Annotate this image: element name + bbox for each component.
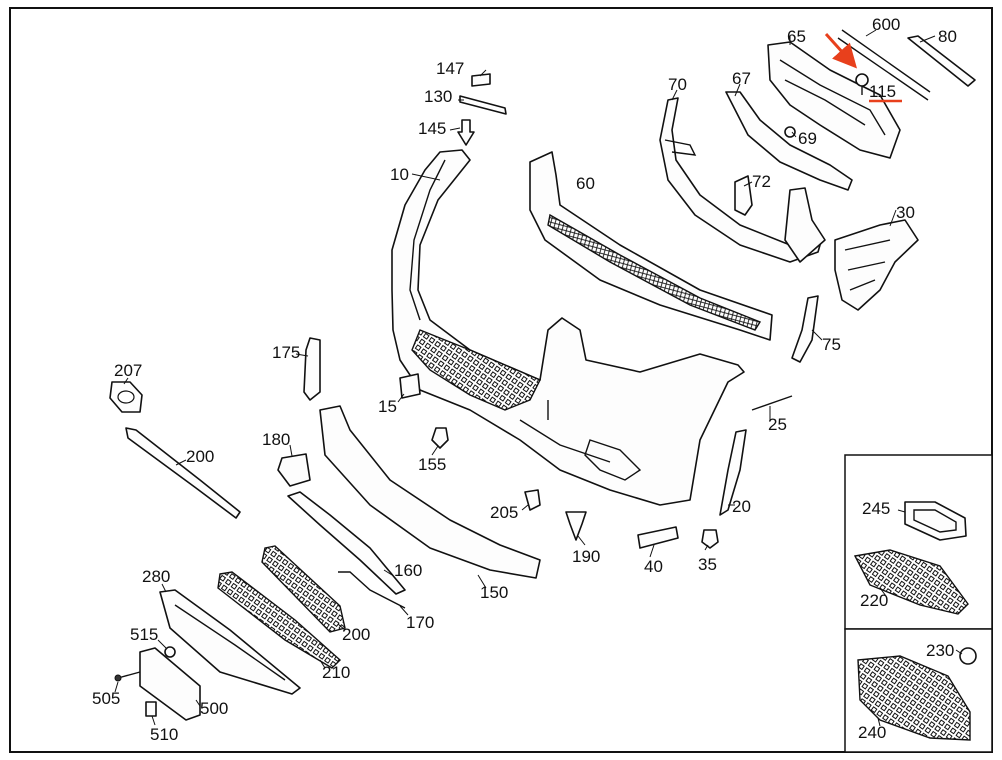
label-230: 230: [926, 641, 954, 660]
label-35: 35: [698, 555, 717, 574]
label-240: 240: [858, 723, 886, 742]
label-145: 145: [418, 119, 446, 138]
part-240-grille[interactable]: [857, 655, 971, 741]
part-155-clip[interactable]: [431, 427, 449, 449]
part-210-lower-grille[interactable]: [217, 571, 342, 669]
part-205-clip[interactable]: [524, 489, 541, 511]
label-20: 20: [732, 497, 751, 516]
label-160: 160: [394, 561, 422, 580]
label-147: 147: [436, 59, 464, 78]
label-30: 30: [896, 203, 915, 222]
part-20-side-trim[interactable]: [719, 429, 747, 516]
part-160-lower-strip[interactable]: [287, 491, 406, 595]
part-35-clip[interactable]: [701, 529, 719, 549]
label-190: 190: [572, 547, 600, 566]
label-170: 170: [406, 613, 434, 632]
label-80: 80: [938, 27, 957, 46]
label-180: 180: [262, 430, 290, 449]
label-40: 40: [644, 557, 663, 576]
label-600: 600: [872, 15, 900, 34]
part-245-frame[interactable]: [904, 501, 967, 541]
label-10: 10: [390, 165, 409, 184]
label-205: 205: [490, 503, 518, 522]
part-labels: 147 130 145 10 60 65 600 80 115 70 67 69…: [92, 15, 957, 744]
part-side-bracket-right[interactable]: [784, 187, 826, 263]
part-80-strip[interactable]: [907, 35, 976, 87]
part-67-slat[interactable]: [725, 91, 853, 191]
label-65: 65: [787, 27, 806, 46]
part-72-bracket[interactable]: [734, 175, 753, 216]
label-155: 155: [418, 455, 446, 474]
part-220-grille[interactable]: [853, 549, 969, 615]
part-500-plate-holder[interactable]: [139, 647, 201, 721]
label-60: 60: [576, 174, 595, 193]
label-75: 75: [822, 335, 841, 354]
label-175: 175: [272, 343, 300, 362]
part-180-cover[interactable]: [277, 453, 311, 487]
label-220: 220: [860, 591, 888, 610]
part-510-tab[interactable]: [145, 701, 157, 717]
part-230-cap[interactable]: [959, 647, 977, 665]
part-175-reflector[interactable]: [303, 337, 321, 401]
label-70: 70: [668, 75, 687, 94]
label-69: 69: [798, 129, 817, 148]
part-40-bracket[interactable]: [637, 526, 679, 549]
label-200-lower: 200: [342, 625, 370, 644]
highlight-arrow: [824, 32, 858, 69]
part-280-diffuser[interactable]: [159, 589, 301, 695]
part-190-bracket[interactable]: [565, 511, 587, 541]
label-515: 515: [130, 625, 158, 644]
part-60-support-beam[interactable]: [529, 151, 773, 341]
label-67: 67: [732, 69, 751, 88]
part-515-clip[interactable]: [164, 646, 176, 658]
label-15: 15: [378, 397, 397, 416]
part-10-bumper-cover[interactable]: [391, 149, 745, 506]
label-200-upper: 200: [186, 447, 214, 466]
label-505: 505: [92, 689, 120, 708]
label-130: 130: [424, 87, 452, 106]
part-505-screw[interactable]: [114, 671, 141, 682]
part-25-pin[interactable]: [751, 395, 793, 411]
label-510: 510: [150, 725, 178, 744]
label-280: 280: [142, 567, 170, 586]
label-25: 25: [768, 415, 787, 434]
part-150-lower-lip[interactable]: [319, 405, 541, 579]
label-245: 245: [862, 499, 890, 518]
part-69-clip[interactable]: [784, 126, 796, 138]
leader-lines: [114, 29, 963, 727]
part-207-fog-ring[interactable]: [109, 381, 143, 413]
part-30-side-mount[interactable]: [834, 219, 919, 311]
part-145-screw[interactable]: [457, 119, 475, 146]
label-150: 150: [480, 583, 508, 602]
part-115-clip[interactable]: [855, 73, 869, 95]
label-500: 500: [200, 699, 228, 718]
label-207: 207: [114, 361, 142, 380]
part-170-trim[interactable]: [338, 571, 406, 609]
part-147-clip[interactable]: [471, 73, 491, 87]
part-75-side-trim[interactable]: [791, 295, 819, 363]
part-15-bracket[interactable]: [399, 373, 421, 399]
part-200-grille-strip-left[interactable]: [125, 427, 241, 519]
label-115: 115: [869, 82, 896, 101]
label-210: 210: [322, 663, 350, 682]
part-65-center-vent[interactable]: [767, 41, 901, 159]
label-72: 72: [752, 172, 771, 191]
part-200-grille-strip-lower[interactable]: [261, 545, 346, 633]
